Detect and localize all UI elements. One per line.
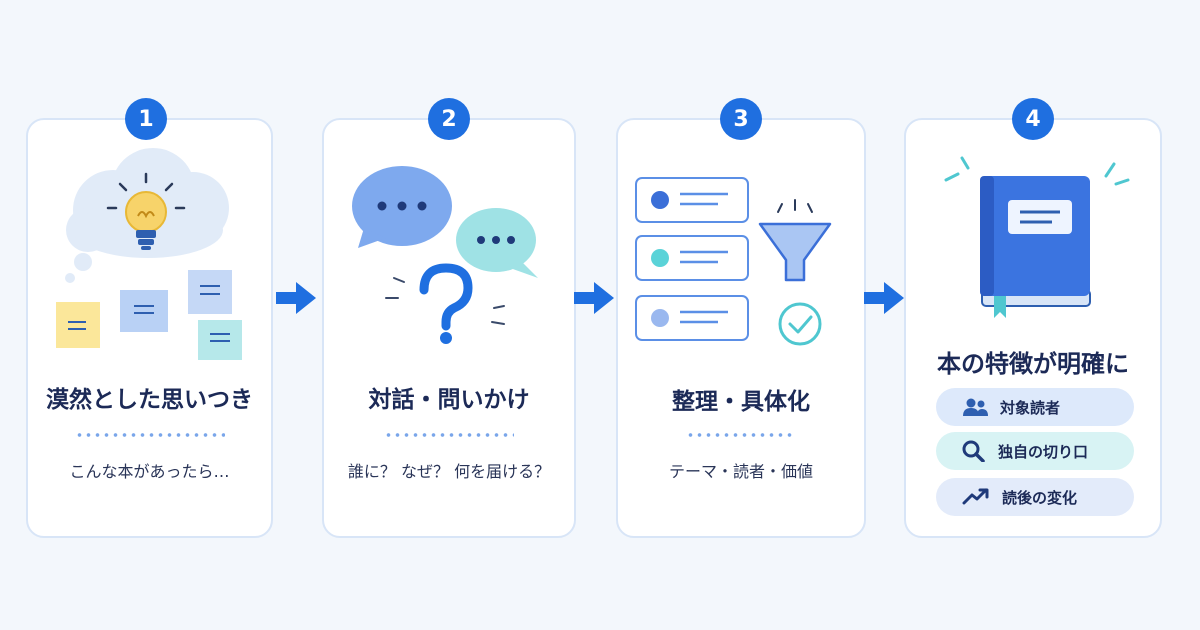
step-3-badge: 3 <box>720 98 762 140</box>
arrow-right-icon <box>864 282 904 314</box>
step-1-title: 漠然とした思いつき <box>46 387 253 413</box>
step-1-badge: 1 <box>125 98 167 140</box>
arrow-right-icon <box>574 282 614 314</box>
book-icon <box>944 156 1130 318</box>
feature-label: 対象読者 <box>1000 398 1061 417</box>
step-1-card: 漠然とした思いつき こんな本があったら… <box>26 118 273 538</box>
step-2-title: 対話・問いかけ <box>368 387 530 413</box>
lightbulb-rays-icon <box>106 172 186 210</box>
step-4-card: 本の特徴が明確に 対象読者 独自の切り口 読後の変化 <box>904 118 1162 538</box>
arrow-right-icon <box>276 282 316 314</box>
thought-cloud-icon <box>65 148 229 283</box>
step-2-subtitle: 誰に？ なぜ？ 何を届ける？ <box>347 462 551 481</box>
users-icon <box>963 398 988 416</box>
step-1-divider <box>74 433 225 437</box>
speech-bubble-icon <box>352 166 538 278</box>
step-3-title: 整理・具体化 <box>672 389 810 415</box>
question-mark-icon <box>385 263 505 344</box>
list-card-icon <box>635 177 749 341</box>
step-2-card: 対話・問いかけ 誰に？ なぜ？ 何を届ける？ <box>322 118 576 538</box>
step-3-card: 整理・具体化 テーマ・読者・価値 <box>616 118 866 538</box>
sticky-note-icon <box>56 270 242 360</box>
search-icon <box>962 440 985 462</box>
step-2-badge: 2 <box>428 98 470 140</box>
trend-up-icon <box>962 488 989 505</box>
feature-pill-target-reader: 対象読者 <box>936 388 1134 426</box>
step-2-divider <box>384 433 514 437</box>
funnel-icon <box>758 199 832 282</box>
step-3-subtitle: テーマ・読者・価値 <box>668 462 813 481</box>
step-3-divider <box>686 433 796 437</box>
feature-pill-unique-angle: 独自の切り口 <box>936 432 1134 470</box>
check-circle-icon <box>778 302 822 346</box>
step-4-title: 本の特徴が明確に <box>937 350 1129 378</box>
step-4-badge: 4 <box>1012 98 1054 140</box>
feature-pill-post-reading-change: 読後の変化 <box>936 478 1134 516</box>
step-1-subtitle: こんな本があったら… <box>69 462 230 481</box>
lightbulb-icon <box>125 191 167 250</box>
feature-label: 独自の切り口 <box>998 442 1089 461</box>
feature-label: 読後の変化 <box>1002 488 1078 507</box>
